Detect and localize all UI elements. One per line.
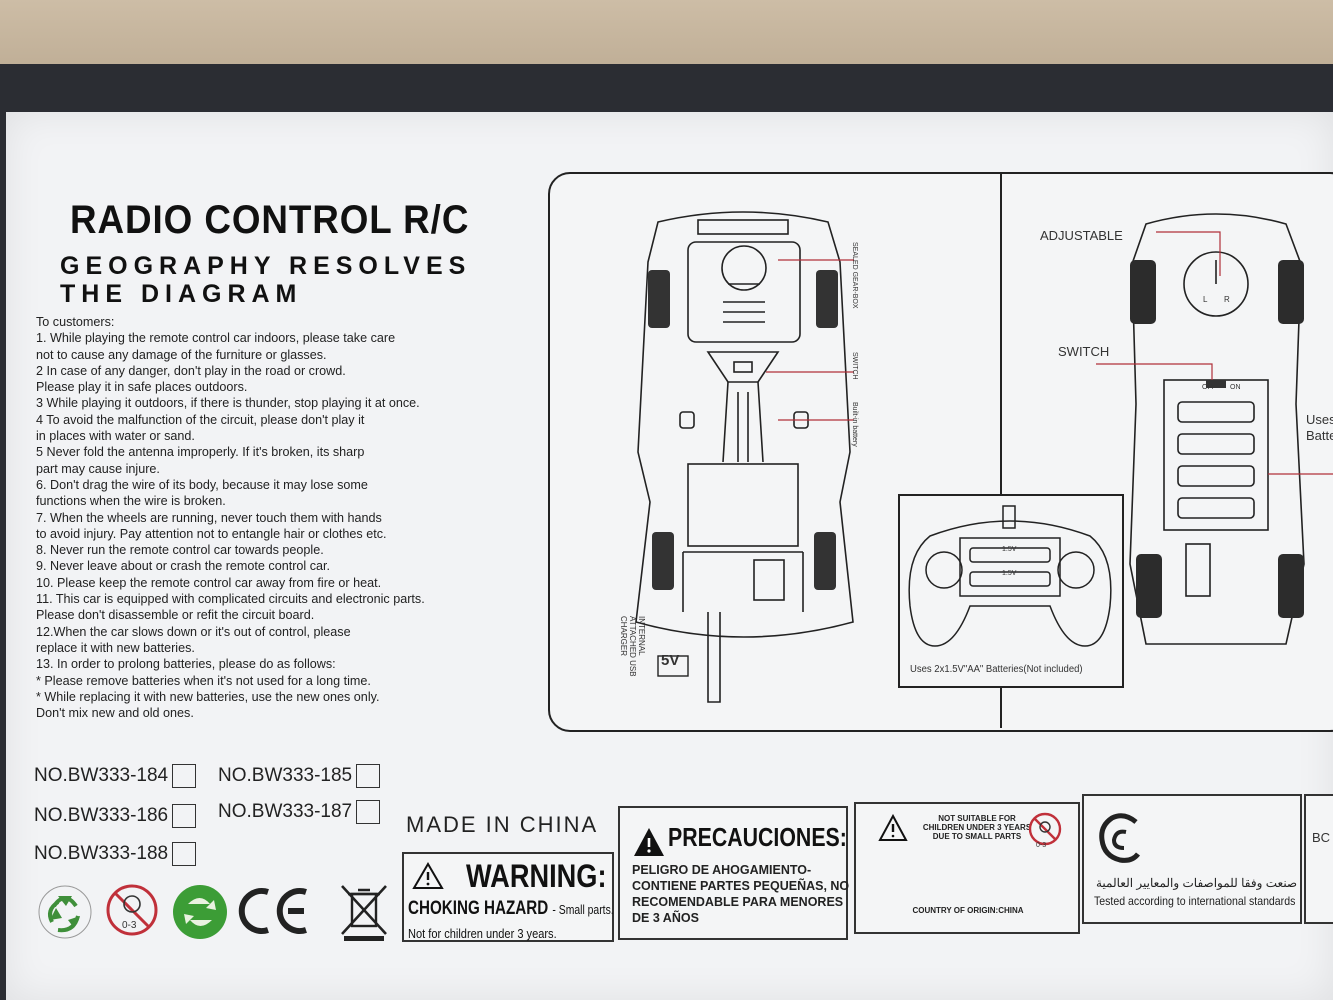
international-standard-box: صنعت وفقا للمواصفات والمعايير العالمية T… [1082,794,1302,924]
green-dot-icon [173,885,227,939]
car-top-drawing [1096,213,1333,645]
no-small-children-icon [1028,812,1062,846]
remote-controller-panel: 1.5V 1.5V Uses 2x1.5V"AA" Batteries(Not … [898,494,1124,688]
model-checkbox [172,764,197,788]
international-standard-text: Tested according to international standa… [1094,894,1296,908]
model-item: NO.BW333-188 [34,842,197,866]
model-number: NO.BW333-186 [34,805,169,827]
model-number: NO.BW333-184 [34,765,169,787]
instruction-line: Don't mix new and old ones. [36,706,194,721]
bc-label: BC [1312,830,1331,845]
model-checkbox [356,800,381,824]
volt-label: 5V [661,652,680,669]
instruction-line: To customers: [36,315,115,329]
instruction-line: 1. While playing the remote control car … [36,331,396,346]
car-underside-drawing [635,211,854,703]
instruction-line: 4 To avoid the malfunction of the circui… [36,412,365,427]
remote-battery-label: Uses 2x1.5V"AA" Batteries(Not included) [910,664,1083,675]
instruction-line: 6. Don't drag the wire of its body, beca… [36,477,368,492]
charger-label: INTERNAL ATTACHED USB CHARGER [619,616,646,677]
ce-mark-icon [238,888,307,934]
off-label: OFF [1202,384,1216,391]
remote-controller-drawing [908,505,1112,647]
small-parts-label: - Small parts. [552,902,614,917]
instruction-line: Please don't disassemble or refit the ci… [36,608,315,623]
model-number: NO.BW333-185 [218,765,353,787]
page-subtitle: GEOGRAPHY RESOLVES THE DIAGRAM [60,252,472,308]
warning-triangle-icon [878,814,908,841]
model-number: NO.BW333-187 [218,801,353,823]
instruction-line: 2 In case of any danger, don't play in t… [36,363,346,378]
warning-choking-box: WARNING: CHOKING HAZARD - Small parts. N… [402,852,614,942]
instruction-line: part may cause injure. [36,461,160,476]
cell-label: 1.5V [1002,546,1017,553]
instruction-line: 7. When the wheels are running, never to… [36,510,382,525]
instruction-line: 11. This car is equipped with complicate… [36,592,425,607]
model-number: NO.BW333-188 [34,843,169,865]
table-surface [0,0,1333,70]
instruction-line: functions when the wire is broken. [36,494,226,509]
battery-label: Built-in battery [851,402,858,447]
instruction-line: 10. Please keep the remote control car a… [36,575,382,590]
precaution-title: PRECAUCIONES: [668,822,847,852]
instruction-line: * While replacing it with new batteries,… [36,689,380,704]
choking-label: CHOKING HAZARD [408,898,549,919]
adjustable-label: ADJUSTABLE [1040,228,1123,243]
diagram-divider [1000,172,1002,728]
model-item: NO.BW333-185 [218,764,381,788]
recycle-icon [38,885,92,939]
choking-hazard-text: CHOKING HAZARD - Small parts. [408,898,614,920]
precaution-body: PELIGRO DE AHOGAMIENTO- CONTIENE PARTES … [632,863,850,925]
instruction-line: in places with water or sand. [36,429,195,444]
left-label: L [1203,295,1208,304]
instruction-line: 5 Never fold the antenna improperly. If … [36,445,365,460]
crossed-bin-icon [341,885,387,941]
instruction-line: 13. In order to prolong batteries, pleas… [36,657,336,672]
model-checkbox [172,842,197,866]
warning-title: WARNING: [466,858,607,894]
instruction-line: not to cause any damage of the furniture… [36,347,327,362]
warning-triangle-icon [634,828,664,856]
switch-side-label: SWITCH [851,352,858,380]
arabic-warning-box: NOT SUITABLE FOR CHILDREN UNDER 3 YEARS … [854,802,1080,934]
arabic-warning-title: NOT SUITABLE FOR CHILDREN UNDER 3 YEARS … [922,814,1032,841]
model-item: NO.BW333-184 [34,764,197,788]
model-checkbox [172,804,197,828]
warning-triangle-icon [412,862,444,889]
right-label: R [1224,295,1230,304]
international-standard-arabic: صنعت وفقا للمواصفات والمعايير العالمية [1096,876,1298,890]
uses-right-label: Uses [1306,412,1333,427]
age-label: 0-3 [122,920,137,931]
model-checkbox [356,764,381,788]
instruction-line: * Please remove batteries when it's not … [36,673,371,688]
on-label: ON [1230,384,1241,391]
precaution-box: PRECAUCIONES: PELIGRO DE AHOGAMIENTO- CO… [618,806,849,940]
switch-label: SWITCH [1058,344,1110,359]
no-small-children-icon [106,884,158,936]
instruction-line: to avoid injury. Pay attention not to en… [36,526,387,541]
made-in-label: MADE IN CHINA [406,812,599,837]
gearbox-label: SEALED GEAR-BOX [851,242,858,309]
instruction-line: 8. Never run the remote control car towa… [36,543,324,558]
instruction-line: 3 While playing it outdoors, if there is… [36,396,420,411]
age-label: 0-3 [1036,842,1047,849]
instruction-line: 12.When the car slows down or it's out o… [36,624,351,639]
instruction-line: 9. Never leave about or crash the remote… [36,559,331,574]
instruction-line: replace it with new batteries. [36,640,195,655]
cell-label: 1.5V [1002,570,1017,577]
instructions-list: To customers: 1. While playing the remot… [36,314,536,721]
not-for-children-text: Not for children under 3 years. [408,926,557,941]
model-item: NO.BW333-186 [34,804,197,828]
instruction-line: Please play it in safe places outdoors. [36,380,248,395]
standards-logo-icon [1099,813,1140,863]
extra-label-box: BC [1304,794,1333,924]
battery-right-label: Batte [1306,428,1333,443]
model-item: NO.BW333-187 [218,800,381,824]
instruction-sheet: RADIO CONTROL R/C GEOGRAPHY RESOLVES THE… [6,112,1333,1000]
page-title: RADIO CONTROL R/C [70,198,470,242]
origin-label: COUNTRY OF ORIGIN:CHINA [912,906,1024,915]
